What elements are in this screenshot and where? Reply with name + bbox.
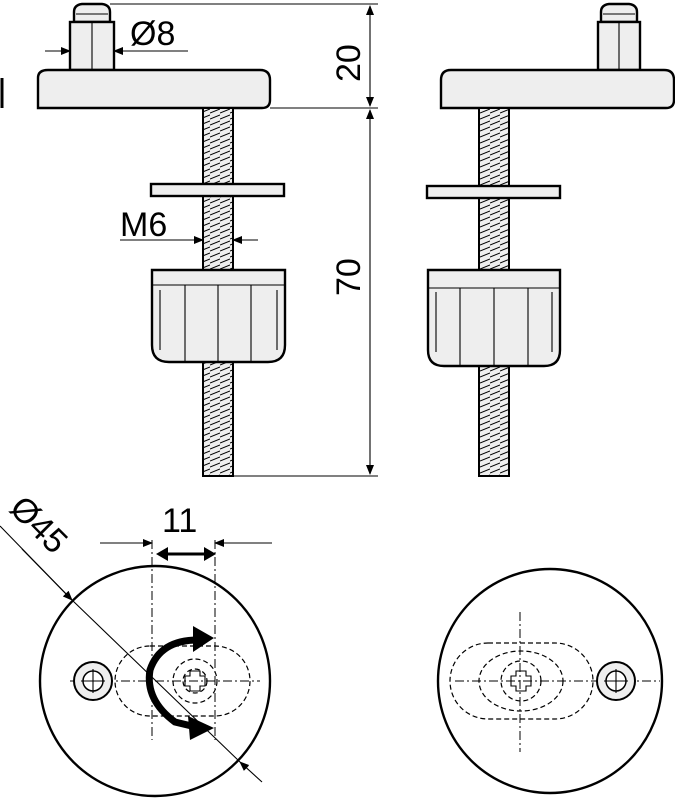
adjust-range-label: 11	[162, 502, 197, 540]
left-top-view: 11 Ø45	[0, 489, 272, 798]
cap-circle-right	[436, 567, 664, 795]
cap-diameter-label: Ø45	[2, 489, 74, 561]
washer	[149, 182, 286, 198]
pin-tip	[72, 2, 112, 24]
dim-11-arrowhead-right	[204, 547, 216, 561]
dim-11-arrowhead-left	[156, 547, 168, 561]
bolt-length-label: 70	[330, 258, 368, 296]
dim-45-diameter-line	[71, 599, 241, 763]
cap-plate	[36, 68, 272, 110]
hidden-washer-right	[500, 660, 542, 702]
hidden-ellipse-right	[478, 650, 564, 712]
rotation-arrowhead-bottom	[188, 716, 214, 740]
thread-label: M6	[120, 206, 167, 244]
pin-tip-right	[599, 2, 639, 24]
hidden-washer-outer	[172, 658, 218, 704]
rotation-arrow	[145, 636, 201, 732]
left-side-view: Ø8 M6 20 70	[0, 2, 378, 477]
right-side-view	[425, 2, 675, 477]
dim-45-arrow-top	[21, 548, 73, 601]
cross-screw	[184, 670, 206, 692]
pin-height-label: 20	[330, 44, 368, 82]
dim-45-arrow-bottom	[239, 761, 263, 783]
hidden-washer-inner	[182, 668, 208, 694]
cap-plate-right	[439, 68, 675, 110]
rotation-arrowhead-top	[193, 626, 214, 652]
washer-right	[425, 184, 562, 200]
cross-screw-right	[510, 670, 532, 692]
hidden-slot	[114, 645, 251, 717]
right-top-view	[436, 567, 664, 795]
pin-diameter-label: Ø8	[130, 15, 175, 53]
hidden-slot-right	[449, 642, 594, 720]
